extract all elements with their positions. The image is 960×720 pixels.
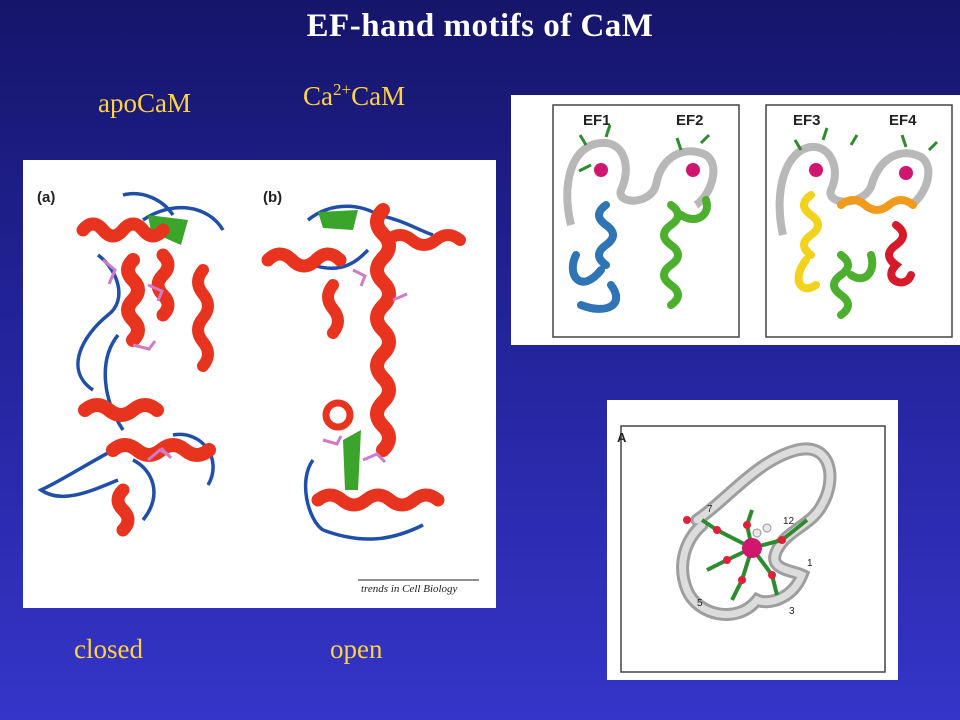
calcium-ion-ef2 [686, 163, 700, 177]
ca-cam-structure [261, 203, 466, 541]
ef4-label: EF4 [889, 112, 917, 129]
ef3-label: EF3 [793, 112, 821, 129]
residue-7-label: 7 [707, 504, 713, 515]
ef3-ef4-structure [775, 127, 939, 319]
ef-loop-image: A 7 12 1 5 3 [617, 425, 886, 673]
calcium-ion-loop [742, 538, 762, 558]
ef2-label: EF2 [676, 112, 704, 129]
oxygen-atoms [683, 516, 786, 584]
ef-loop-panel: A 7 12 1 5 3 [607, 400, 898, 680]
figure-credit: trends in Cell Biology [361, 583, 458, 595]
ca-cam-label: Ca2+CaM [303, 80, 405, 112]
ca-prefix: Ca [303, 81, 333, 111]
closed-label: closed [74, 634, 143, 664]
apocam-structure [37, 192, 225, 537]
apocam-label: apoCaM [98, 88, 191, 118]
ef-hand-pairs-panel: EF1 EF2 EF3 EF4 [511, 95, 960, 345]
slide-title: EF-hand motifs of CaM [306, 8, 654, 44]
ca-suffix: CaM [351, 81, 406, 111]
cam-structures-image: (a) (b) [37, 189, 479, 595]
residue-3-label: 3 [789, 606, 795, 617]
calcium-ion-ef4 [899, 166, 913, 180]
panel-b-label: (b) [263, 189, 282, 206]
panel-a-label: (a) [37, 189, 55, 206]
calcium-ion-ef1 [594, 163, 608, 177]
ca-superscript: 2+ [333, 80, 352, 99]
open-label: open [330, 634, 383, 664]
residue-5-label: 5 [697, 598, 703, 609]
residue-1-label: 1 [807, 558, 813, 569]
ef1-label: EF1 [583, 112, 611, 129]
cam-structures-panel: (a) (b) [23, 160, 496, 608]
ef-hand-pairs-image: EF1 EF2 EF3 EF4 [552, 104, 953, 338]
loop-panel-label: A [617, 430, 627, 445]
ef1-ef2-structure [563, 124, 718, 313]
calcium-ion-ef3 [809, 163, 823, 177]
residue-12-label: 12 [783, 516, 795, 527]
